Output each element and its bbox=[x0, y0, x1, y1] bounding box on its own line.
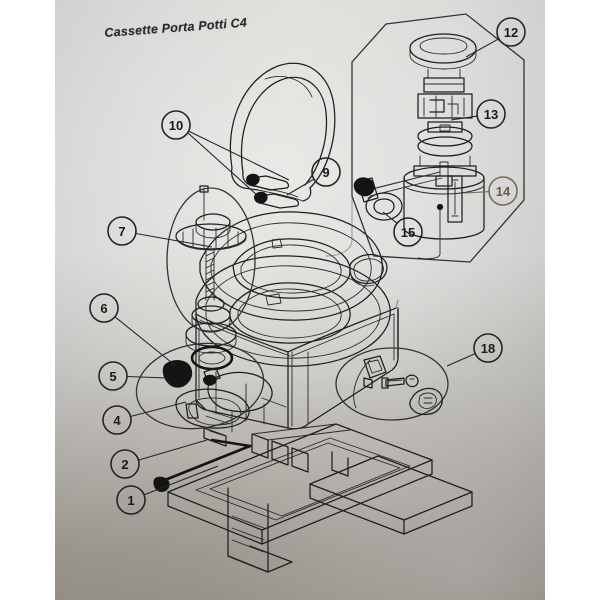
pump-bellows bbox=[413, 121, 477, 177]
callout-leader-1 bbox=[143, 465, 219, 496]
pivot-pin bbox=[447, 175, 463, 223]
callout-leader-2 bbox=[138, 439, 208, 461]
callout-circle-10[interactable] bbox=[161, 110, 191, 140]
callout-label-2: 2 bbox=[121, 457, 128, 472]
callout-label-4: 4 bbox=[113, 413, 121, 428]
pump-piston bbox=[417, 77, 473, 119]
base-frame bbox=[153, 423, 473, 573]
callout-circle-6[interactable] bbox=[89, 293, 119, 323]
callout-circle-1[interactable] bbox=[116, 485, 146, 515]
callout-leader-4 bbox=[130, 401, 187, 418]
toilet-lid bbox=[229, 62, 336, 202]
lever-arm bbox=[353, 171, 443, 221]
callout-6[interactable]: 6 bbox=[89, 293, 177, 367]
callout-15[interactable]: 15 bbox=[382, 211, 423, 247]
callout-leader-6 bbox=[114, 316, 177, 367]
callout-label-13: 13 bbox=[484, 107, 498, 122]
callout-5[interactable]: 5 bbox=[98, 361, 168, 391]
callout-13[interactable]: 13 bbox=[450, 99, 506, 129]
callout-7[interactable]: 7 bbox=[107, 216, 213, 248]
clip-part bbox=[405, 374, 419, 388]
callout-circle-14[interactable] bbox=[488, 176, 518, 206]
callout-18[interactable]: 18 bbox=[446, 333, 503, 367]
callout-label-10: 10 bbox=[169, 118, 183, 133]
callout-label-14: 14 bbox=[496, 184, 511, 199]
pump-inset bbox=[351, 13, 525, 263]
callout-2[interactable]: 2 bbox=[110, 439, 208, 479]
callout-leader-10-second bbox=[187, 132, 259, 197]
callout-circle-12[interactable] bbox=[496, 17, 526, 47]
pump-cap bbox=[409, 33, 477, 79]
tank-blade-lever bbox=[175, 388, 250, 447]
callout-label-7: 7 bbox=[118, 224, 125, 239]
callout-label-6: 6 bbox=[100, 301, 107, 316]
callout-label-5: 5 bbox=[109, 369, 116, 384]
screw-part bbox=[381, 377, 405, 389]
callout-label-15: 15 bbox=[401, 225, 415, 240]
hinge-pins bbox=[246, 173, 300, 209]
callout-leader-12 bbox=[465, 38, 500, 58]
parts-inset bbox=[335, 347, 449, 421]
callout-1[interactable]: 1 bbox=[116, 465, 219, 515]
callout-circle-13[interactable] bbox=[476, 99, 506, 129]
photographed-page bbox=[55, 0, 545, 600]
callout-4[interactable]: 4 bbox=[102, 401, 187, 435]
callout-leader-7 bbox=[135, 232, 213, 248]
callout-circle-18[interactable] bbox=[473, 333, 503, 363]
callout-14[interactable]: 14 bbox=[464, 176, 518, 206]
callout-10[interactable]: 10 bbox=[161, 110, 290, 181]
pump-body bbox=[403, 161, 485, 240]
callout-12[interactable]: 12 bbox=[465, 17, 526, 58]
callout-leader-9 bbox=[286, 178, 315, 196]
callout-leader-15 bbox=[382, 211, 398, 224]
callout-circle-5[interactable] bbox=[98, 361, 128, 391]
callout-leader-18 bbox=[446, 353, 476, 367]
callout-circle-7[interactable] bbox=[107, 216, 137, 246]
callout-circle-15[interactable] bbox=[393, 217, 423, 247]
callout-circle-4[interactable] bbox=[102, 405, 132, 435]
callout-leader-14 bbox=[464, 191, 490, 194]
bracket-part bbox=[363, 355, 387, 389]
latch-part bbox=[409, 387, 443, 416]
callout-9[interactable]: 9 bbox=[286, 157, 341, 196]
callout-label-1: 1 bbox=[127, 493, 134, 508]
callout-circle-9[interactable] bbox=[311, 157, 341, 187]
callout-leader-13 bbox=[450, 115, 478, 121]
callout-leader-5 bbox=[126, 375, 168, 379]
callout-leader-10 bbox=[188, 130, 290, 181]
callout-label-18: 18 bbox=[481, 341, 495, 356]
callout-label-9: 9 bbox=[322, 165, 329, 180]
callout-circle-2[interactable] bbox=[110, 449, 140, 479]
valve-inset bbox=[166, 187, 256, 333]
callout-label-12: 12 bbox=[504, 25, 518, 40]
